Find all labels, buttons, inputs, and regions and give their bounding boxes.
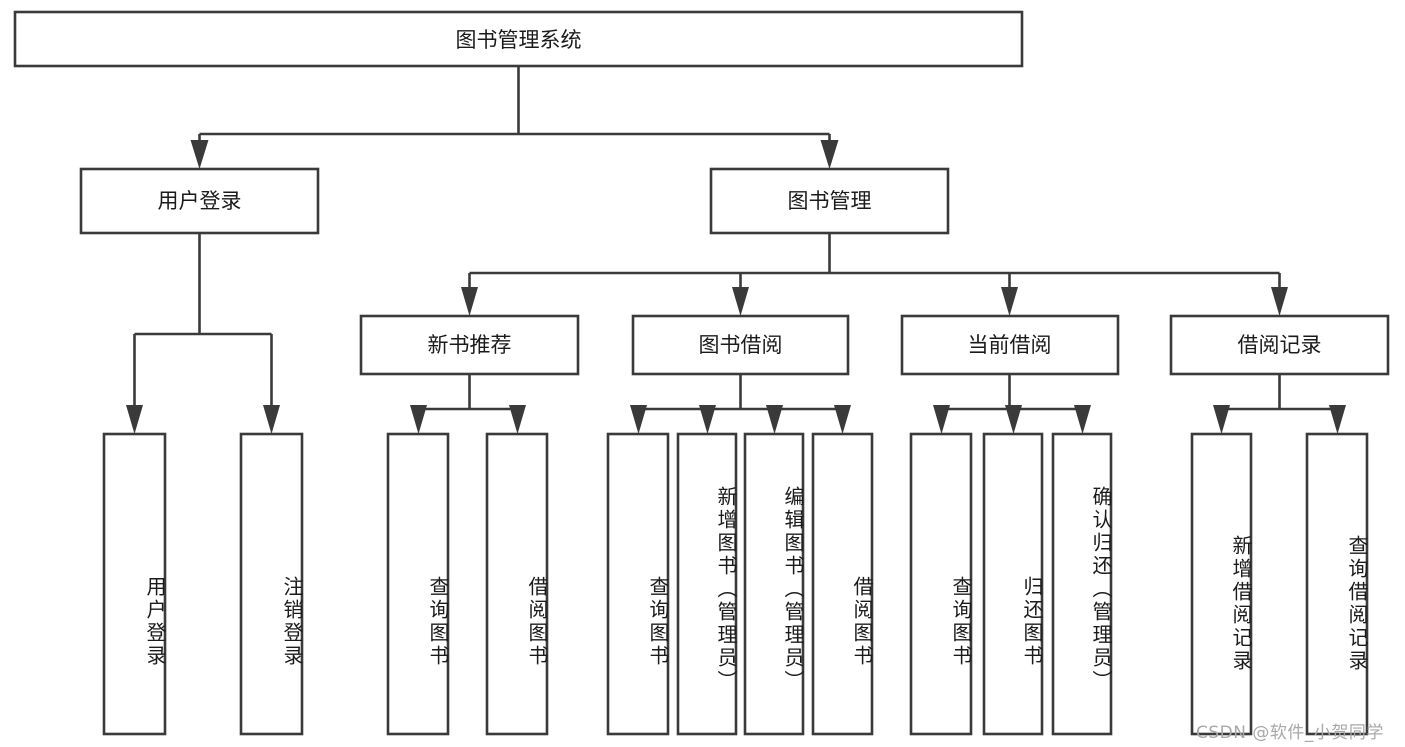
node-book-borrow[interactable] (631, 314, 850, 376)
node-leaf-user-login-label: 用户登录 (143, 576, 167, 668)
arrowhead-leaf-user-login (126, 405, 143, 434)
nodes-layer: 图书管理系统 用户登录 图书管理 新书推荐 图书借阅 当前借阅 借阅记录 (13, 10, 1390, 736)
node-leaf-user-logout[interactable] (239, 432, 304, 736)
node-leaf-query-book-2[interactable] (606, 432, 670, 736)
node-leaf-user-login[interactable] (102, 432, 167, 736)
node-leaf-query-record-label: 查询借阅记录 (1345, 535, 1369, 673)
node-root-label: 图书管理系统 (456, 28, 582, 52)
node-leaf-return-book[interactable] (982, 432, 1044, 736)
arrowhead-leaf-return-book (1005, 405, 1022, 434)
node-user-login-label: 用户登录 (158, 189, 242, 213)
arrowhead-current-borrow (1001, 287, 1018, 316)
arrowhead-leaf-borrow-book-1 (509, 405, 526, 434)
node-leaf-confirm-return-label: 确认归还（管理员） (1089, 485, 1113, 693)
node-leaf-query-book-3-label: 查询图书 (949, 576, 973, 668)
node-leaf-add-book-label: 新增图书（管理员） (714, 485, 738, 693)
node-leaf-query-book-3[interactable] (909, 432, 973, 736)
node-leaf-add-book[interactable] (676, 432, 738, 736)
node-borrow-record[interactable] (1169, 314, 1390, 376)
arrowhead-leaf-edit-book (766, 405, 783, 434)
node-leaf-add-record[interactable] (1190, 432, 1253, 736)
node-leaf-add-record-label: 新增借阅记录 (1229, 535, 1253, 673)
node-new-book-rec-label: 新书推荐 (428, 333, 512, 357)
node-book-borrow-label: 图书借阅 (699, 333, 783, 357)
node-leaf-borrow-book-2-label: 借阅图书 (850, 576, 874, 668)
node-root[interactable] (13, 10, 1024, 68)
arrowhead-leaf-query-book-3 (933, 405, 950, 434)
node-leaf-query-book-1[interactable] (386, 432, 450, 736)
csdn-watermark: CSDN @软件_小贺同学 (1196, 723, 1384, 743)
node-book-manage[interactable] (709, 167, 950, 235)
arrowhead-leaf-query-record (1329, 405, 1346, 434)
arrowhead-leaf-add-book (699, 405, 716, 434)
arrowhead-book-borrow (732, 287, 749, 316)
arrowhead-leaf-borrow-book-2 (834, 405, 851, 434)
node-leaf-query-record[interactable] (1305, 432, 1369, 736)
edges-layer (126, 66, 1346, 434)
arrowhead-leaf-add-record (1213, 405, 1230, 434)
arrowhead-leaf-confirm-return (1074, 405, 1091, 434)
node-leaf-user-logout-label: 注销登录 (280, 576, 304, 668)
arrowhead-leaf-user-logout (263, 405, 280, 434)
node-leaf-edit-book-label: 编辑图书（管理员） (781, 485, 805, 693)
node-leaf-query-book-1-label: 查询图书 (426, 576, 450, 668)
node-borrow-record-label: 借阅记录 (1238, 333, 1322, 357)
node-leaf-borrow-book-1-label: 借阅图书 (525, 576, 549, 668)
node-user-login[interactable] (79, 167, 320, 235)
arrowhead-book-manage (820, 140, 839, 169)
node-leaf-return-book-label: 归还图书 (1020, 576, 1044, 668)
node-current-borrow-label: 当前借阅 (968, 333, 1052, 357)
arrowhead-leaf-query-book-2 (630, 405, 647, 434)
arrowhead-user-login (190, 140, 209, 169)
node-new-book-rec[interactable] (359, 314, 580, 376)
node-leaf-query-book-2-label: 查询图书 (646, 576, 670, 668)
node-leaf-confirm-return[interactable] (1051, 432, 1113, 736)
node-book-manage-label: 图书管理 (788, 189, 872, 213)
node-leaf-borrow-book-1[interactable] (485, 432, 549, 736)
node-leaf-borrow-book-2[interactable] (811, 432, 874, 736)
node-leaf-edit-book[interactable] (743, 432, 805, 736)
node-current-borrow[interactable] (900, 314, 1120, 376)
arrowhead-leaf-query-book-1 (410, 405, 427, 434)
arrowhead-borrow-record (1271, 287, 1288, 316)
arrowhead-new-book-rec (461, 287, 478, 316)
